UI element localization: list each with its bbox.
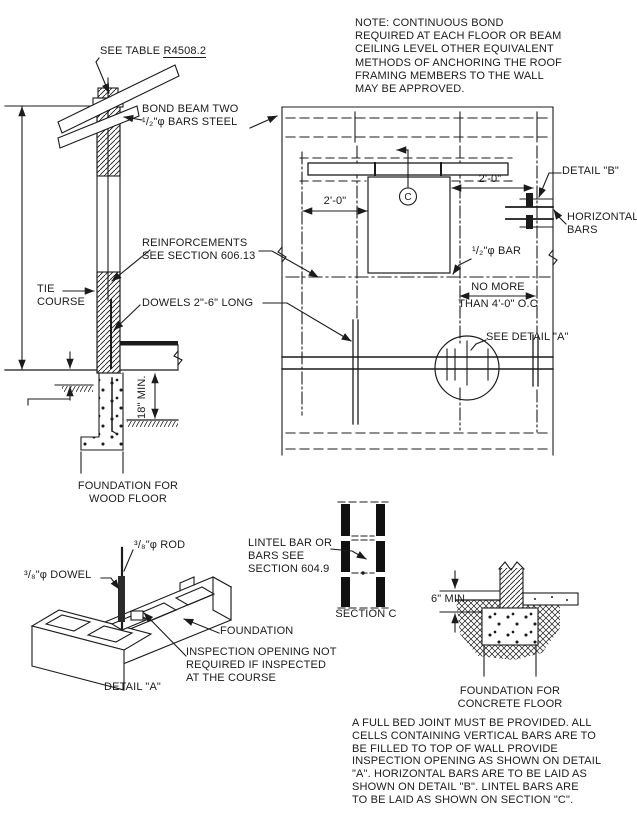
dim-opening-right: 2'-0" <box>478 173 502 185</box>
rod-label: ³/₈"φ ROD <box>134 539 186 551</box>
min-6-dimension: 6" MIN. <box>431 593 469 605</box>
no-more-label: NO MORE <box>471 281 525 293</box>
section-cut-marker: C <box>404 192 412 203</box>
horizontal-bars-label: HORIZONTAL BARS <box>567 211 637 236</box>
bottom-note: A FULL BED JOINT MUST BE PROVIDED. ALL C… <box>352 717 602 806</box>
min-18-dimension: 18" MIN. <box>136 375 148 419</box>
see-table-prefix: SEE TABLE <box>100 45 164 57</box>
see-detail-a-label: SEE DETAIL "A" <box>486 331 569 343</box>
dim-opening-left: 2'-0" <box>323 195 347 207</box>
section-c-drawing <box>330 501 389 609</box>
see-table-label: SEE TABLE R4508.2 <box>100 45 207 58</box>
detail-b-label: DETAIL "B" <box>562 165 619 177</box>
lintel-bar-label: LINTEL BAR OR BARS SEE SECTION 604.9 <box>248 537 333 575</box>
tie-course-label: TIE COURSE <box>37 283 85 308</box>
foundation-concrete-caption: FOUNDATION FOR CONCRETE FLOOR <box>457 685 563 710</box>
top-note: NOTE: CONTINUOUS BOND REQUIRED AT EACH F… <box>355 17 563 96</box>
foundation-wood-caption: FOUNDATION FOR WOOD FLOOR <box>77 480 179 505</box>
wall-section-drawing <box>4 57 352 474</box>
foundation-concrete-drawing <box>439 561 579 677</box>
detail-a-drawing <box>30 546 233 691</box>
detail-a-caption: DETAIL "A" <box>104 681 161 693</box>
see-table-code: R4508.2 <box>163 45 207 58</box>
inspection-opening-label: INSPECTION OPENING NOT REQUIRED IF INSPE… <box>186 646 337 684</box>
foundation-label: FOUNDATION <box>220 625 294 637</box>
dowels-label: DOWELS 2"-6" LONG <box>142 297 254 309</box>
section-c-caption: SECTION C <box>335 608 397 620</box>
than-oc-label: THAN 4'-0" O.C <box>458 298 538 310</box>
reinforcements-label: REINFORCEMENTS SEE SECTION 606.13 <box>142 237 256 262</box>
half-bar-label: ¹/₂"φ BAR <box>472 245 522 257</box>
wall-elevation-drawing <box>277 106 567 456</box>
bond-beam-label: BOND BEAM TWO ¹/₂"φ BARS STEEL <box>142 103 239 128</box>
dowel-38-label: ³/₈"φ DOWEL <box>24 569 92 581</box>
